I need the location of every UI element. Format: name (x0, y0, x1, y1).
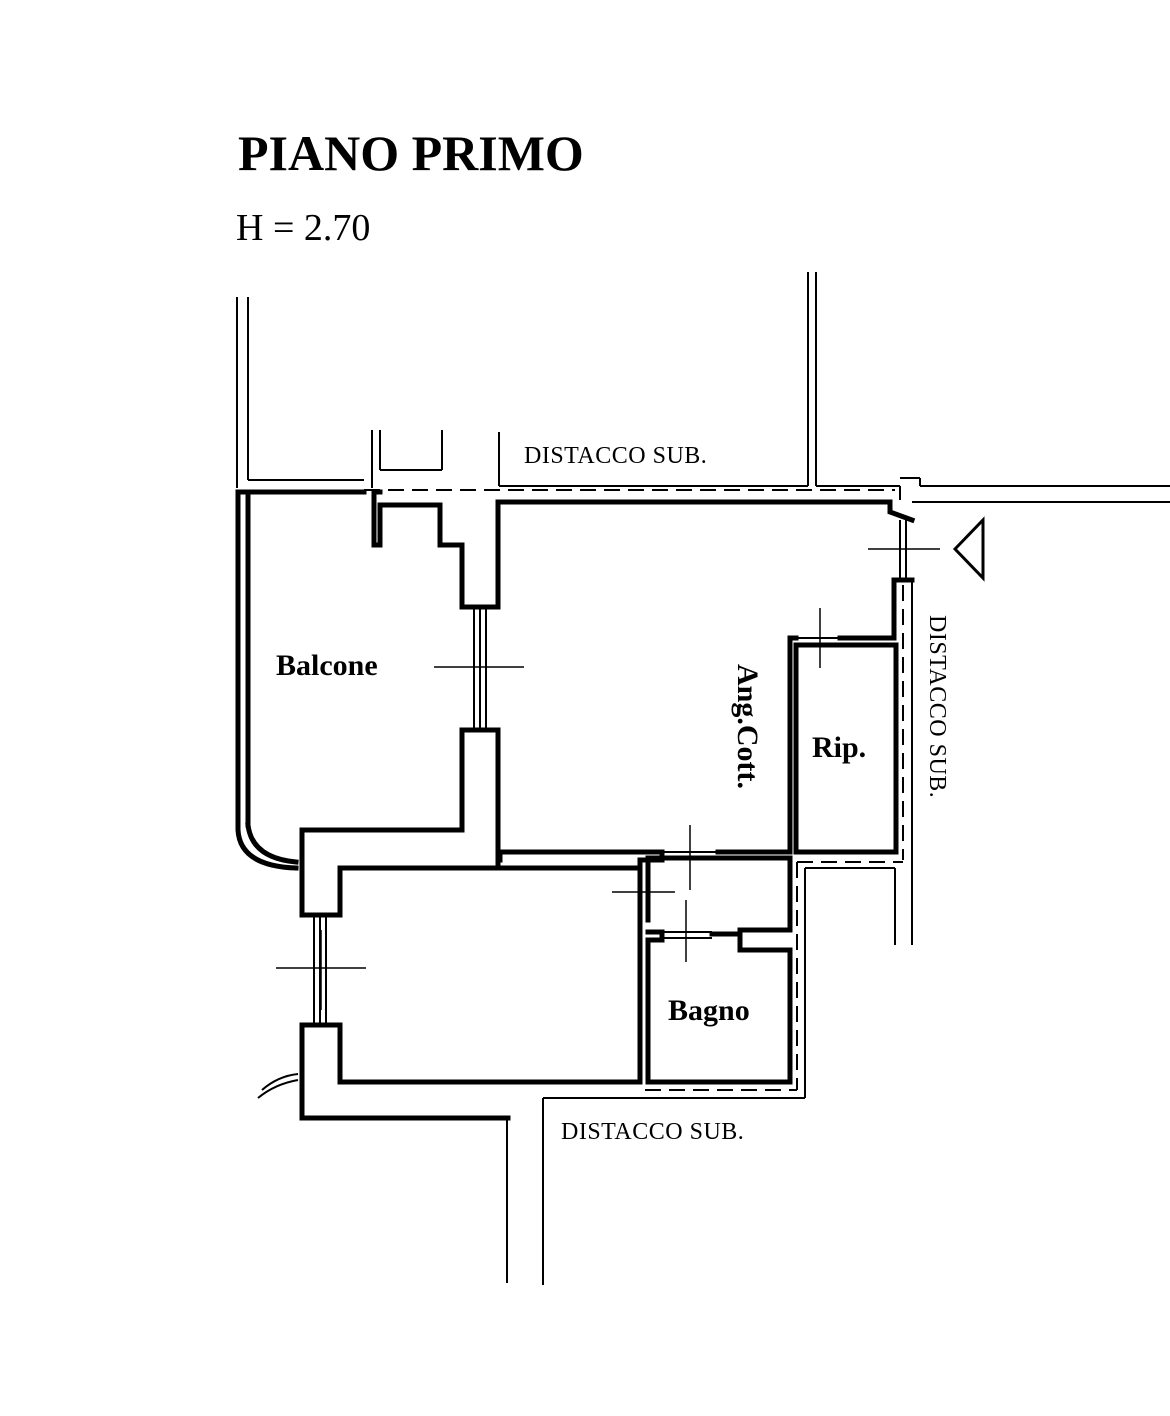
walls (235, 489, 916, 1121)
triangle-entrance-icon (952, 516, 985, 582)
property-boundary (364, 489, 904, 1091)
room-label-ripostiglio: Rip. (812, 731, 866, 764)
context-lines (236, 272, 1170, 1285)
plan-title: PIANO PRIMO (238, 125, 584, 181)
opening-marks (276, 548, 940, 1010)
room-label-balcone: Balcone (276, 649, 378, 682)
plan-height-label: H = 2.70 (236, 207, 370, 249)
room-label-angolo-cottura: Ang.Cott. (731, 664, 764, 789)
note-distacco-bottom: DISTACCO SUB. (561, 1119, 744, 1145)
room-label-bagno: Bagno (668, 994, 750, 1027)
note-distacco-right: DISTACCO SUB. (924, 615, 950, 798)
windows (313, 520, 907, 1025)
note-distacco-top: DISTACCO SUB. (524, 443, 707, 469)
